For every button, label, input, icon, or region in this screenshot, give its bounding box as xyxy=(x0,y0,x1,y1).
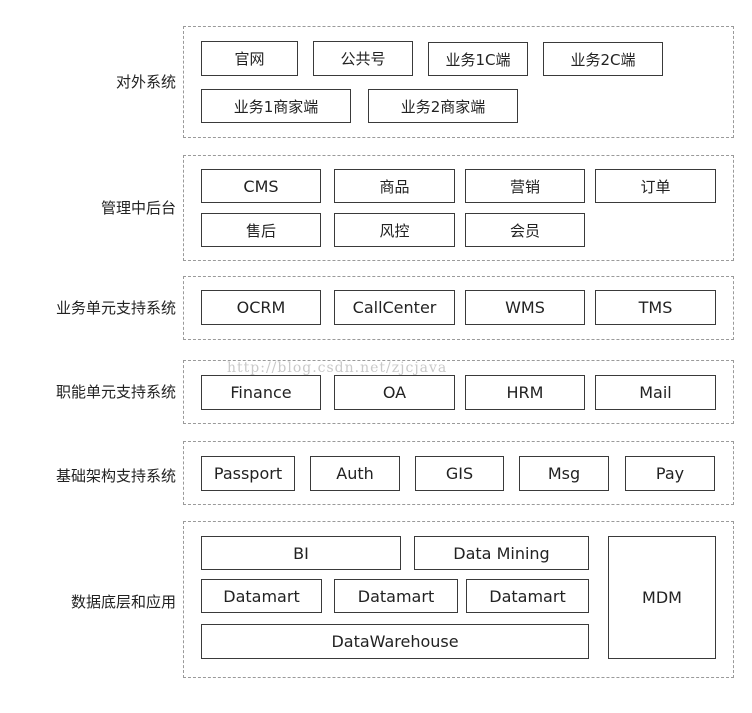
box-datamart-1: Datamart xyxy=(201,579,322,613)
box-tms: TMS xyxy=(595,290,716,325)
box-datawarehouse: DataWarehouse xyxy=(201,624,589,659)
box-product: 商品 xyxy=(334,169,455,203)
box-order: 订单 xyxy=(595,169,716,203)
box-oa: OA xyxy=(334,375,455,410)
box-mail: Mail xyxy=(595,375,716,410)
layer-label-infrastructure: 基础架构支持系统 xyxy=(55,467,176,485)
layer-label-business-support: 业务单元支持系统 xyxy=(55,299,176,317)
box-bi: BI xyxy=(201,536,401,570)
box-passport: Passport xyxy=(201,456,295,491)
box-after-sales: 售后 xyxy=(201,213,321,247)
box-finance: Finance xyxy=(201,375,321,410)
box-biz1-merchant: 业务1商家端 xyxy=(201,89,351,123)
box-ocrm: OCRM xyxy=(201,290,321,325)
box-datamart-2: Datamart xyxy=(334,579,458,613)
layer-label-functional-support: 职能单元支持系统 xyxy=(55,383,176,401)
box-biz2-merchant: 业务2商家端 xyxy=(368,89,518,123)
layer-infrastructure-support xyxy=(183,441,734,505)
layer-label-external: 对外系统 xyxy=(115,73,176,91)
box-auth: Auth xyxy=(310,456,400,491)
box-wms: WMS xyxy=(465,290,585,325)
box-risk-control: 风控 xyxy=(334,213,455,247)
box-marketing: 营销 xyxy=(465,169,585,203)
box-callcenter: CallCenter xyxy=(334,290,455,325)
box-mdm: MDM xyxy=(608,536,716,659)
box-pay: Pay xyxy=(625,456,715,491)
box-gis: GIS xyxy=(415,456,504,491)
box-cms: CMS xyxy=(201,169,321,203)
layer-management-backend xyxy=(183,155,734,261)
layer-business-support xyxy=(183,276,734,340)
box-biz1-c: 业务1C端 xyxy=(428,42,528,76)
layer-data-foundation xyxy=(183,521,734,678)
layer-label-management: 管理中后台 xyxy=(100,199,176,217)
box-official-site: 官网 xyxy=(201,41,298,76)
box-hrm: HRM xyxy=(465,375,585,410)
box-msg: Msg xyxy=(519,456,609,491)
layer-label-data: 数据底层和应用 xyxy=(70,593,176,611)
box-member: 会员 xyxy=(465,213,585,247)
layer-functional-support xyxy=(183,360,734,424)
box-datamart-3: Datamart xyxy=(466,579,589,613)
layer-external-systems xyxy=(183,26,734,138)
box-biz2-c: 业务2C端 xyxy=(543,42,663,76)
box-data-mining: Data Mining xyxy=(414,536,589,570)
box-public-account: 公共号 xyxy=(313,41,413,76)
